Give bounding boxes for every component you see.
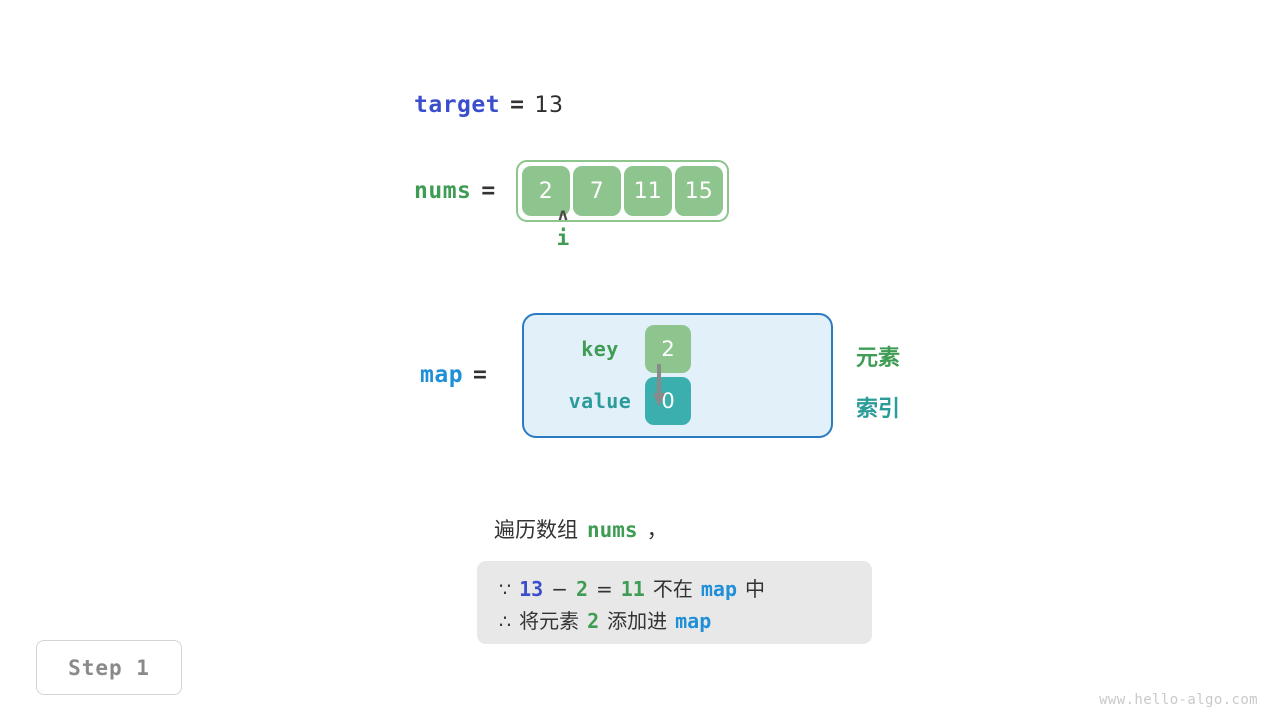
explanation-in-text: 中 (744, 577, 765, 601)
map-row-label: map = (420, 362, 497, 388)
explanation-map-keyword: map (700, 577, 737, 601)
explanation-lines: ∵ 13 − 2 = 11 不在 map 中 ∴ 将元素 2 添加进 map (477, 561, 872, 644)
index-pointer-group: ʌ i (548, 205, 578, 253)
target-equals-sign: = (510, 92, 525, 118)
caption-line: 遍历数组 nums ， (494, 514, 668, 544)
explanation-map-keyword: map (675, 609, 712, 633)
explanation-add-mid: 添加进 (607, 609, 668, 633)
map-equals-sign: = (473, 362, 488, 388)
map-value-label: value (568, 389, 632, 413)
explanation-target-value: 13 (519, 577, 544, 601)
array-cell: 15 (674, 166, 723, 216)
target-variable-label: target (414, 92, 501, 118)
explanation-current-element: 2 (575, 577, 588, 601)
explanation-added-element: 2 (587, 609, 600, 633)
minus-operator: − (551, 577, 568, 601)
pointer-label-i: i (556, 226, 570, 250)
caption-code-nums: nums (587, 518, 638, 542)
array-cell: 2 (521, 166, 570, 216)
array-cell: 11 (623, 166, 672, 216)
map-key-label: key (581, 337, 619, 361)
target-row: target = 13 (414, 92, 563, 118)
nums-equals-sign: = (481, 178, 496, 204)
array-cell: 7 (572, 166, 621, 216)
map-variable-label: map (420, 362, 464, 388)
annotation-index: 索引 (856, 397, 901, 422)
map-key-row: key 2 (555, 325, 691, 373)
watermark: www.hello-algo.com (1099, 692, 1258, 708)
equals-operator: = (596, 577, 613, 601)
map-entries: key 2 value 0 (522, 313, 833, 438)
explanation-box (477, 561, 872, 644)
annotation-element: 元素 (856, 346, 901, 371)
explanation-line-1: ∵ 13 − 2 = 11 不在 map 中 (499, 573, 872, 605)
target-value: 13 (534, 93, 564, 118)
therefore-symbol: ∴ (499, 611, 512, 633)
nums-variable-label: nums (414, 178, 472, 204)
explanation-complement-value: 11 (620, 577, 645, 601)
key-to-value-arrow-icon (653, 364, 665, 407)
map-value-row: value 0 (555, 377, 691, 425)
caret-up-icon: ʌ (557, 205, 569, 225)
map-key-cell: 2 (645, 325, 691, 373)
because-symbol: ∵ (499, 579, 512, 601)
explanation-line-2: ∴ 将元素 2 添加进 map (499, 605, 872, 637)
caption-suffix: ， (646, 518, 668, 542)
caption-prefix: 遍历数组 (494, 518, 578, 542)
nums-row: nums = 2 7 11 15 (414, 160, 729, 222)
map-value-cell: 0 (645, 377, 691, 425)
step-badge: Step 1 (36, 640, 182, 695)
explanation-not-in-text: 不在 (652, 577, 693, 601)
explanation-add-prefix: 将元素 (519, 609, 580, 633)
array-container: 2 7 11 15 (515, 160, 729, 222)
